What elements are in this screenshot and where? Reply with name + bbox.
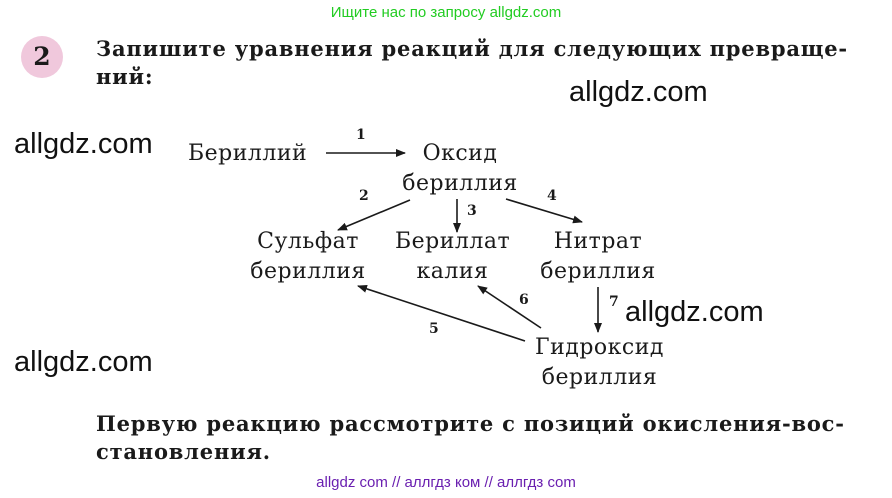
arrow-2 (337, 199, 411, 231)
note-line-1: Первую реакцию рассмотрите с позиций оки… (96, 411, 845, 436)
step-label: 6 (519, 292, 529, 308)
task-text-line-1: Запишите уравнения реакций для следующих… (96, 36, 848, 61)
task-text-line-2: ний: (96, 64, 154, 89)
node-beryllium-hydroxide: Гидроксид бериллия (522, 333, 677, 393)
task-number: 2 (33, 42, 51, 71)
watermark: allgdz.com (625, 296, 764, 328)
step-label: 5 (429, 321, 439, 337)
node-line: бериллия (402, 171, 518, 196)
task-number-badge (21, 36, 63, 78)
node-beryllium-nitrate: Нитрат бериллия (523, 227, 673, 287)
footer-links: allgdz com // аллгдз ком // аллгдз com (316, 474, 576, 491)
node-line: Сульфат (257, 229, 359, 254)
watermark: allgdz.com (14, 346, 153, 378)
step-label: 7 (609, 294, 619, 310)
node-line: Гидроксид (535, 335, 664, 360)
arrow-6 (477, 285, 542, 329)
node-beryllium-oxide: Оксид бериллия (385, 139, 535, 199)
step-label: 2 (359, 188, 369, 204)
node-beryllium-sulfate: Сульфат бериллия (233, 227, 383, 287)
note-line-2: становления. (96, 439, 271, 464)
node-line: калия (416, 259, 489, 284)
step-label: 3 (467, 203, 477, 219)
watermark: allgdz.com (569, 76, 708, 108)
node-line: Бериллат (395, 229, 511, 254)
top-banner: Ищите нас по запросу allgdz.com (330, 4, 562, 21)
watermark: allgdz.com (14, 128, 153, 160)
node-line: бериллия (250, 259, 366, 284)
node-line: Оксид (422, 141, 498, 166)
arrow-4 (505, 198, 583, 224)
step-label: 1 (356, 127, 366, 143)
step-label: 4 (547, 188, 557, 204)
node-beryllium: Бериллий (188, 141, 308, 166)
arrow-5 (357, 285, 526, 342)
node-line: бериллия (540, 259, 656, 284)
node-line: бериллия (541, 365, 658, 390)
node-line: Нитрат (553, 229, 643, 254)
node-potassium-beryllate: Бериллат калия (395, 227, 510, 287)
